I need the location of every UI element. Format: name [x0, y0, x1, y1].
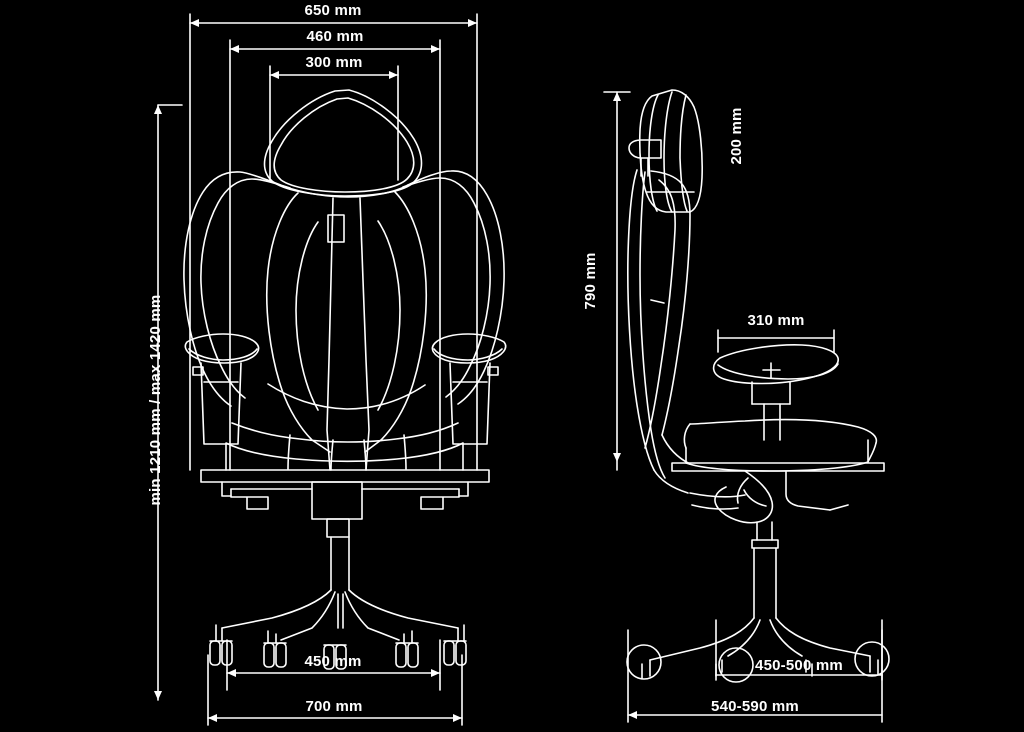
front-casters [209, 640, 467, 670]
front-armrest-right [431, 333, 507, 445]
label-armrest-length: 310 mm [747, 312, 804, 329]
front-base [215, 589, 465, 644]
label-base-inner-width: 450 mm [304, 653, 361, 670]
label-seat-depth-range: 450-500 mm [755, 657, 843, 674]
side-view-chair [626, 89, 890, 683]
front-seat-mechanism [221, 481, 469, 538]
label-headrest-width: 300 mm [305, 54, 362, 71]
side-base [641, 617, 879, 679]
gas-cylinder [330, 536, 350, 591]
label-base-depth-range: 540-590 mm [711, 698, 799, 715]
chair-logo [327, 214, 345, 243]
label-height-range: min 1210 mm / max 1420 mm [147, 295, 164, 506]
front-armrest-left [184, 333, 260, 445]
label-overall-width: 650 mm [304, 2, 361, 19]
side-casters [626, 641, 890, 683]
headrest-outline [263, 89, 423, 197]
side-gas-cylinder [751, 521, 779, 619]
side-dimension-lines [603, 91, 883, 723]
label-headrest-height: 200 mm [728, 107, 745, 164]
label-base-overall-width: 700 mm [305, 698, 362, 715]
front-dimension-lines [154, 13, 478, 726]
label-backrest-width: 460 mm [306, 28, 363, 45]
side-mechanism [689, 470, 849, 524]
side-armrest [712, 344, 839, 441]
label-backrest-height: 790 mm [582, 252, 599, 309]
dimension-labels: 650 mm 460 mm 300 mm min 1210 mm / max 1… [147, 2, 843, 715]
front-view-chair [183, 89, 507, 670]
